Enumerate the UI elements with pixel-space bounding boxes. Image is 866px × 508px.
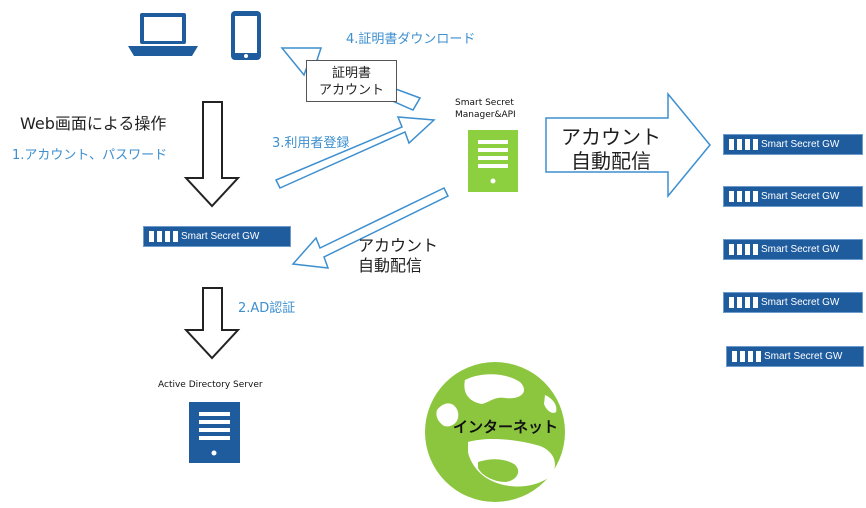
- arrow-down-to-ad: [183, 287, 241, 360]
- gateway-leds: [729, 244, 758, 255]
- gateway-leds: [149, 231, 178, 242]
- ad-server-label: Active Directory Server: [158, 380, 263, 390]
- gateway-leds: [729, 139, 758, 150]
- cert-box-line2: アカウント: [318, 83, 384, 98]
- arrow-auto-deliver-gw: [291, 187, 450, 269]
- arrow-user-registration: [274, 116, 436, 189]
- arrow-down-to-gw: [183, 101, 241, 208]
- gateway-right-1-label: Smart Secret GW: [761, 139, 840, 150]
- web-operation-label: Web画面による操作: [20, 114, 167, 133]
- big-arrow-line2: 自動配信: [571, 149, 651, 173]
- manager-label-line2: Manager&API: [455, 110, 516, 120]
- gateway-right-1: Smart Secret GW: [723, 134, 863, 155]
- big-arrow-label: アカウント 自動配信: [556, 125, 666, 173]
- manager-label: Smart Secret Manager&API: [455, 97, 516, 121]
- cert-account-box: 証明書 アカウント: [306, 60, 397, 102]
- gateway-left: Smart Secret GW: [143, 226, 291, 247]
- gateway-right-5: Smart Secret GW: [726, 346, 864, 367]
- auto-deliver-line2: 自動配信: [358, 256, 423, 275]
- gateway-right-3-label: Smart Secret GW: [761, 244, 840, 255]
- smartphone-icon: [231, 11, 261, 60]
- step1-label: 1.アカウント、パスワード: [12, 148, 168, 163]
- gateway-right-2: Smart Secret GW: [723, 186, 863, 207]
- gateway-leds: [729, 297, 758, 308]
- gateway-right-5-label: Smart Secret GW: [764, 351, 843, 362]
- gateway-right-3: Smart Secret GW: [723, 239, 863, 260]
- gateway-right-2-label: Smart Secret GW: [761, 191, 840, 202]
- gateway-right-4-label: Smart Secret GW: [761, 297, 840, 308]
- globe-icon: [425, 362, 565, 502]
- laptop-icon: [128, 13, 198, 56]
- manager-label-line1: Smart Secret: [455, 98, 514, 108]
- gateway-left-label: Smart Secret GW: [181, 231, 260, 242]
- gateway-leds: [732, 351, 761, 362]
- ad-server-icon: [189, 402, 240, 463]
- arrow-auto-deliver-big: [545, 91, 711, 199]
- auto-deliver-line1: アカウント: [358, 236, 439, 255]
- gateway-leds: [729, 191, 758, 202]
- step3-label: 3.利用者登録: [272, 136, 350, 151]
- cert-box-line1: 証明書: [331, 66, 371, 81]
- step2-label: 2.AD認証: [238, 301, 296, 316]
- auto-deliver-label: アカウント 自動配信: [358, 236, 438, 276]
- big-arrow-line1: アカウント: [561, 125, 661, 149]
- gateway-right-4: Smart Secret GW: [723, 292, 863, 313]
- step4-label: 4.証明書ダウンロード: [346, 32, 476, 47]
- manager-server-icon: [468, 130, 518, 192]
- internet-label: インターネット: [453, 418, 559, 436]
